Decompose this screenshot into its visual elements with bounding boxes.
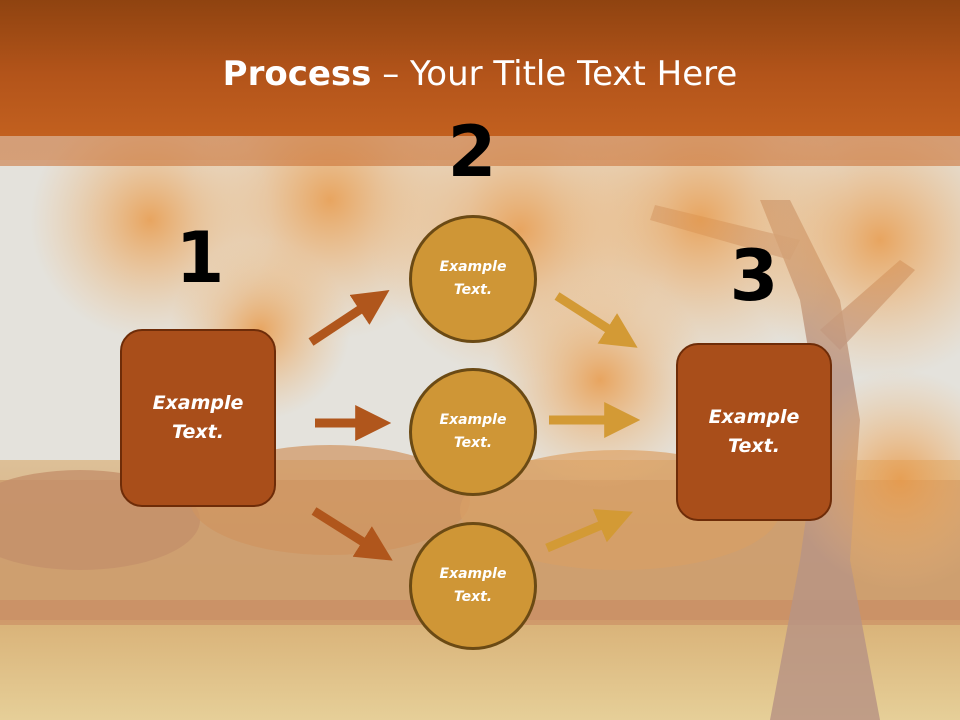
- title-bold-part: Process: [222, 54, 372, 94]
- step-number-3[interactable]: 3: [729, 235, 779, 317]
- circle-middle-text: Example Text.: [439, 412, 507, 451]
- circle-top[interactable]: Example Text.: [409, 215, 537, 343]
- right-box-text: Example Text.: [708, 406, 800, 457]
- step-number-2[interactable]: 2: [447, 111, 497, 193]
- circle-top-text: Example Text.: [439, 259, 507, 298]
- slide-title[interactable]: Process – Your Title Text Here: [0, 52, 960, 96]
- circle-bottom[interactable]: Example Text.: [409, 522, 537, 650]
- step-number-1[interactable]: 1: [175, 217, 225, 299]
- title-dash: –: [371, 54, 411, 94]
- title-rest-part: Your Title Text Here: [410, 54, 738, 94]
- circle-bottom-text: Example Text.: [439, 566, 507, 605]
- title-bar: [0, 0, 960, 136]
- left-process-box[interactable]: Example Text.: [120, 329, 276, 507]
- title-band: [0, 136, 960, 166]
- circle-middle[interactable]: Example Text.: [409, 368, 537, 496]
- left-box-text: Example Text.: [152, 392, 244, 443]
- right-process-box[interactable]: Example Text.: [676, 343, 832, 521]
